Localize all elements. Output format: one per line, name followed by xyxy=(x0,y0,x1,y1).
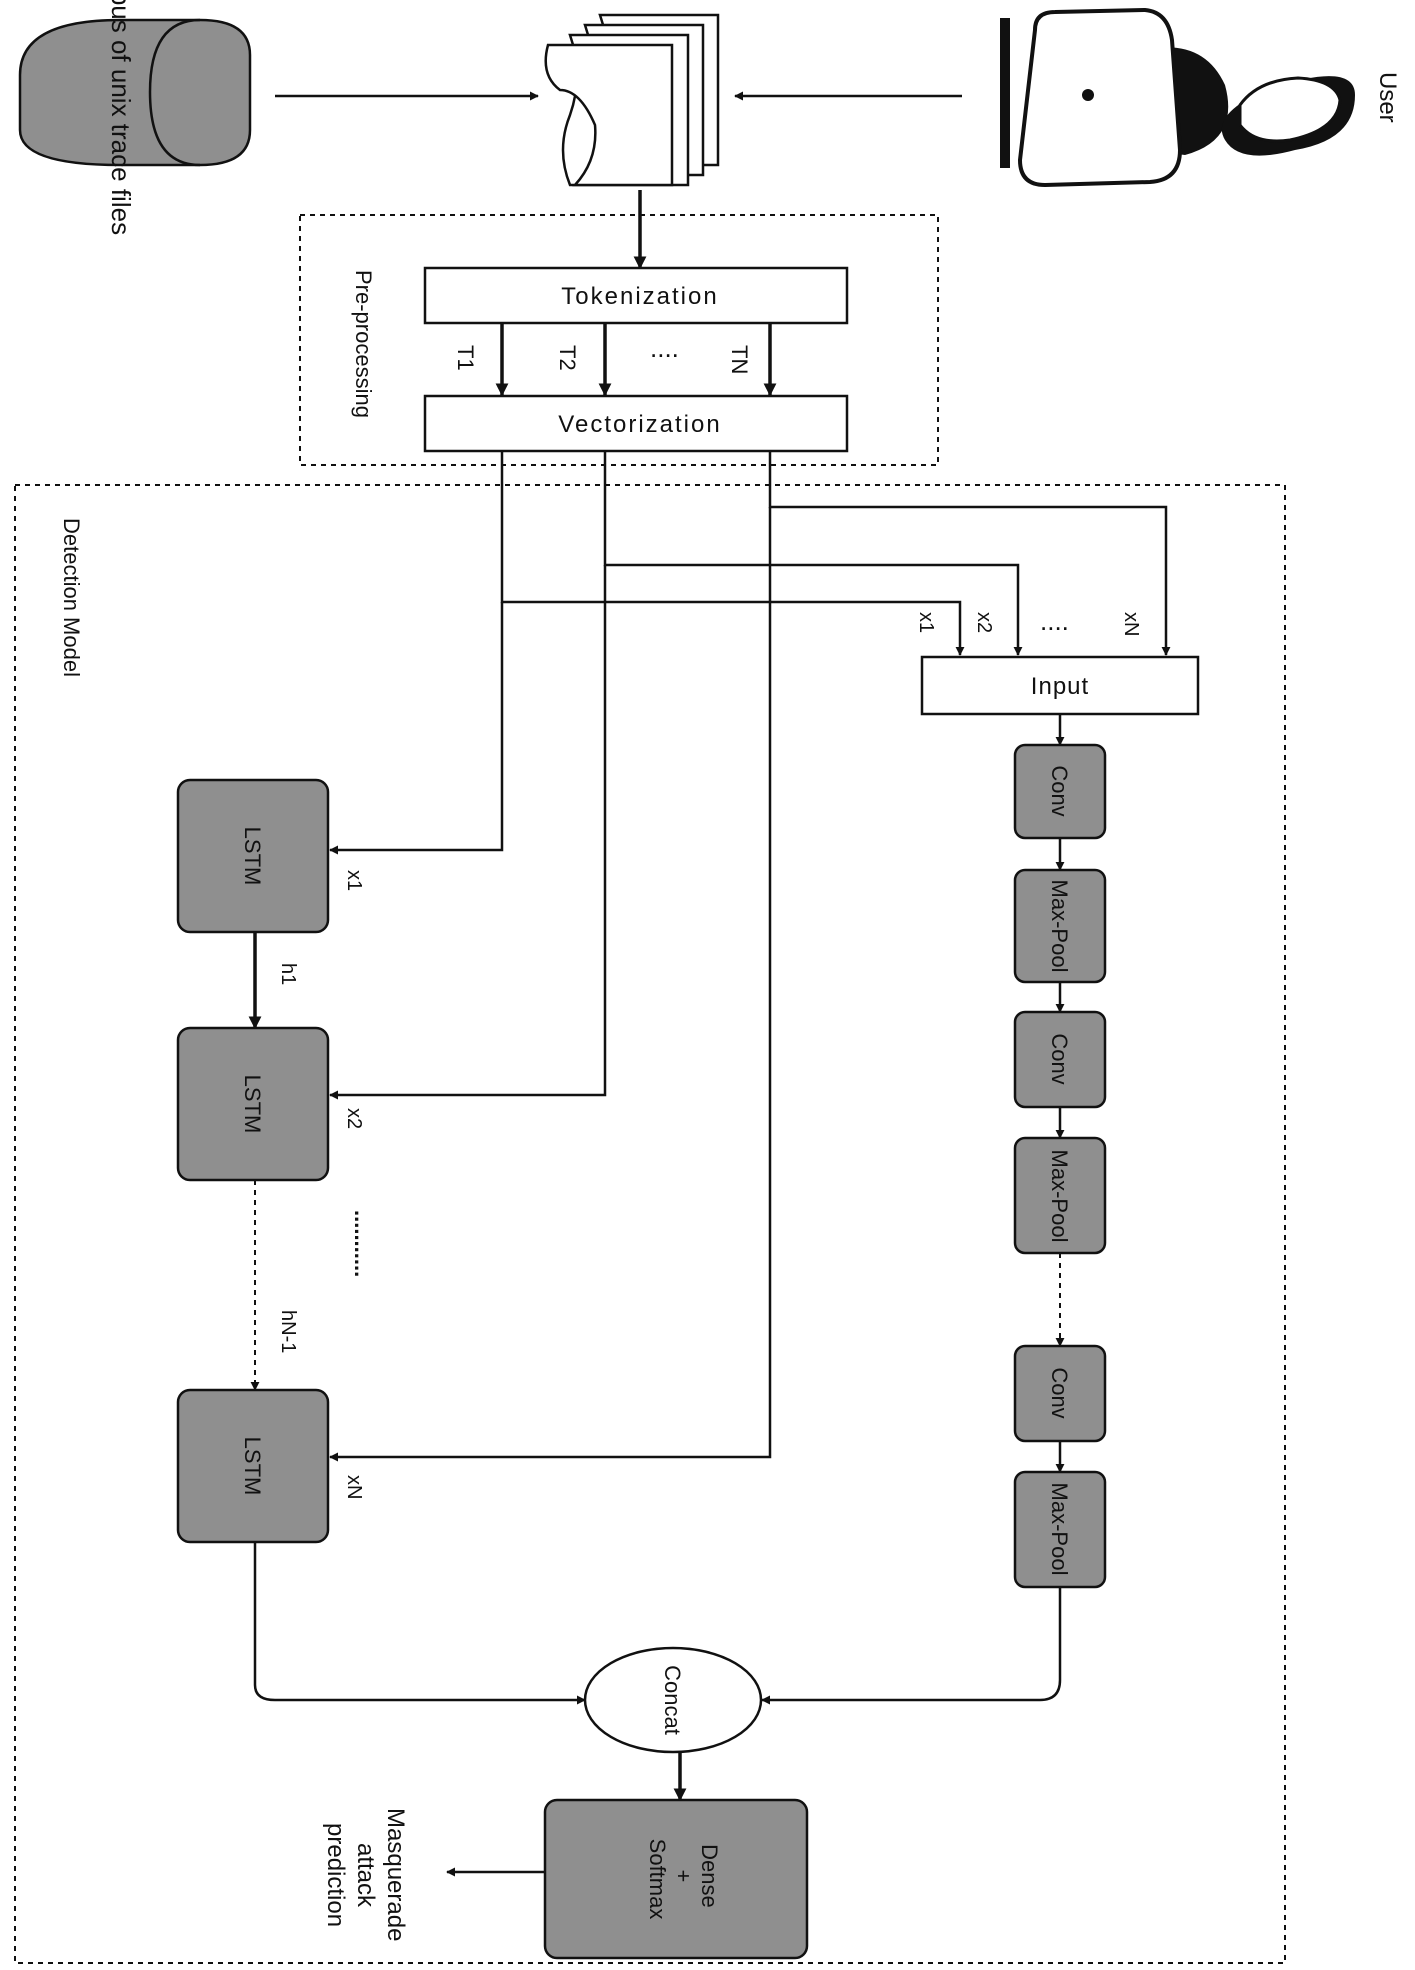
maxpool-3-label: Max-Pool xyxy=(1047,1483,1072,1576)
detection-model-group: Detection Model xyxy=(14,484,1286,1964)
trace-documents-icon xyxy=(544,13,720,187)
lstm-n-label: LSTM xyxy=(240,1437,265,1496)
maxpool-block-1: Max-Pool xyxy=(1013,868,1107,984)
input-x1-label: x1 xyxy=(915,612,937,633)
conv-block-2: Conv xyxy=(1013,1010,1107,1109)
lstm-dotted-ellipsis: ........... xyxy=(350,1210,375,1277)
maxpool-block-3: Max-Pool xyxy=(1013,1470,1107,1589)
maxpool-block-2: Max-Pool xyxy=(1013,1136,1107,1255)
concat-label: Concat xyxy=(660,1665,685,1735)
preprocessing-group: Pre-processing xyxy=(299,214,939,466)
plus-label: + xyxy=(671,1870,696,1883)
tokenization-label: Tokenization xyxy=(561,283,718,310)
lstm-2-label: LSTM xyxy=(240,1075,265,1134)
input-label: Input xyxy=(1031,673,1089,700)
user-label: User xyxy=(1374,72,1401,123)
lstm-block-2: LSTM xyxy=(176,1026,330,1182)
conv-1-label: Conv xyxy=(1047,765,1072,816)
corpus-label: Corpus of unix trace files xyxy=(106,0,136,235)
input-ellipsis: .... xyxy=(1040,606,1069,636)
lstm-1-label: LSTM xyxy=(240,827,265,886)
conv-2-label: Conv xyxy=(1047,1033,1072,1084)
xn-to-lstm-line xyxy=(329,507,772,1462)
input-box: Input xyxy=(920,655,1200,716)
dense-softmax-block: Dense + Softmax xyxy=(543,1798,809,1960)
concat-node: Concat xyxy=(583,1646,763,1754)
softmax-label: Softmax xyxy=(645,1839,670,1920)
maxpool-2-label: Max-Pool xyxy=(1047,1150,1072,1243)
input-x2-label: x2 xyxy=(973,612,995,633)
lstm-block-n: LSTM xyxy=(176,1388,330,1544)
input-xn-label: xN xyxy=(1120,612,1142,636)
svg-text:Corpus of unix trace files: Corpus of unix trace files xyxy=(106,0,136,235)
prediction-label: Masquerade attack prediction xyxy=(322,1808,409,1942)
maxpool-1-label: Max-Pool xyxy=(1047,880,1072,973)
xn-to-input-line xyxy=(768,451,1171,656)
x1-to-lstm-line xyxy=(329,602,504,855)
lstm-xn-label: xN xyxy=(343,1475,365,1499)
lstm-block-1: LSTM xyxy=(176,778,330,934)
token-ellipsis: .... xyxy=(650,333,679,363)
preprocessing-label: Pre-processing xyxy=(351,270,376,418)
lstm-x1-label: x1 xyxy=(343,870,365,891)
x2-to-input-line xyxy=(603,451,1023,656)
prediction-output: Masquerade attack prediction xyxy=(322,1808,409,1942)
t2-label: T2 xyxy=(555,345,580,371)
conv-block-1: Conv xyxy=(1013,743,1107,840)
corpus-database-icon: Corpus of unix trace files xyxy=(18,0,252,235)
h1-label: h1 xyxy=(277,963,299,985)
lstm-x2-label: x2 xyxy=(343,1108,365,1129)
lstm-to-concat-arrow xyxy=(253,1542,586,1705)
vectorization-label: Vectorization xyxy=(558,411,721,438)
hn1-label: hN-1 xyxy=(277,1310,299,1353)
detection-model-label: Detection Model xyxy=(59,518,84,677)
conv-block-3: Conv xyxy=(1013,1344,1107,1443)
conv-3-label: Conv xyxy=(1047,1367,1072,1418)
dense-label: Dense xyxy=(697,1844,722,1908)
x1-to-input-line xyxy=(500,451,965,656)
svg-text:Dense + Softmax: Dense + Softmax xyxy=(645,1839,722,1920)
tokenization-box: Tokenization xyxy=(423,266,849,325)
vectorization-box: Vectorization xyxy=(423,394,849,453)
cnn-to-concat-arrow xyxy=(761,1587,1062,1705)
tn-label: TN xyxy=(727,345,752,374)
t1-label: T1 xyxy=(453,345,478,371)
x2-to-lstm-line xyxy=(329,565,607,1100)
user-icon: User xyxy=(1000,7,1401,188)
